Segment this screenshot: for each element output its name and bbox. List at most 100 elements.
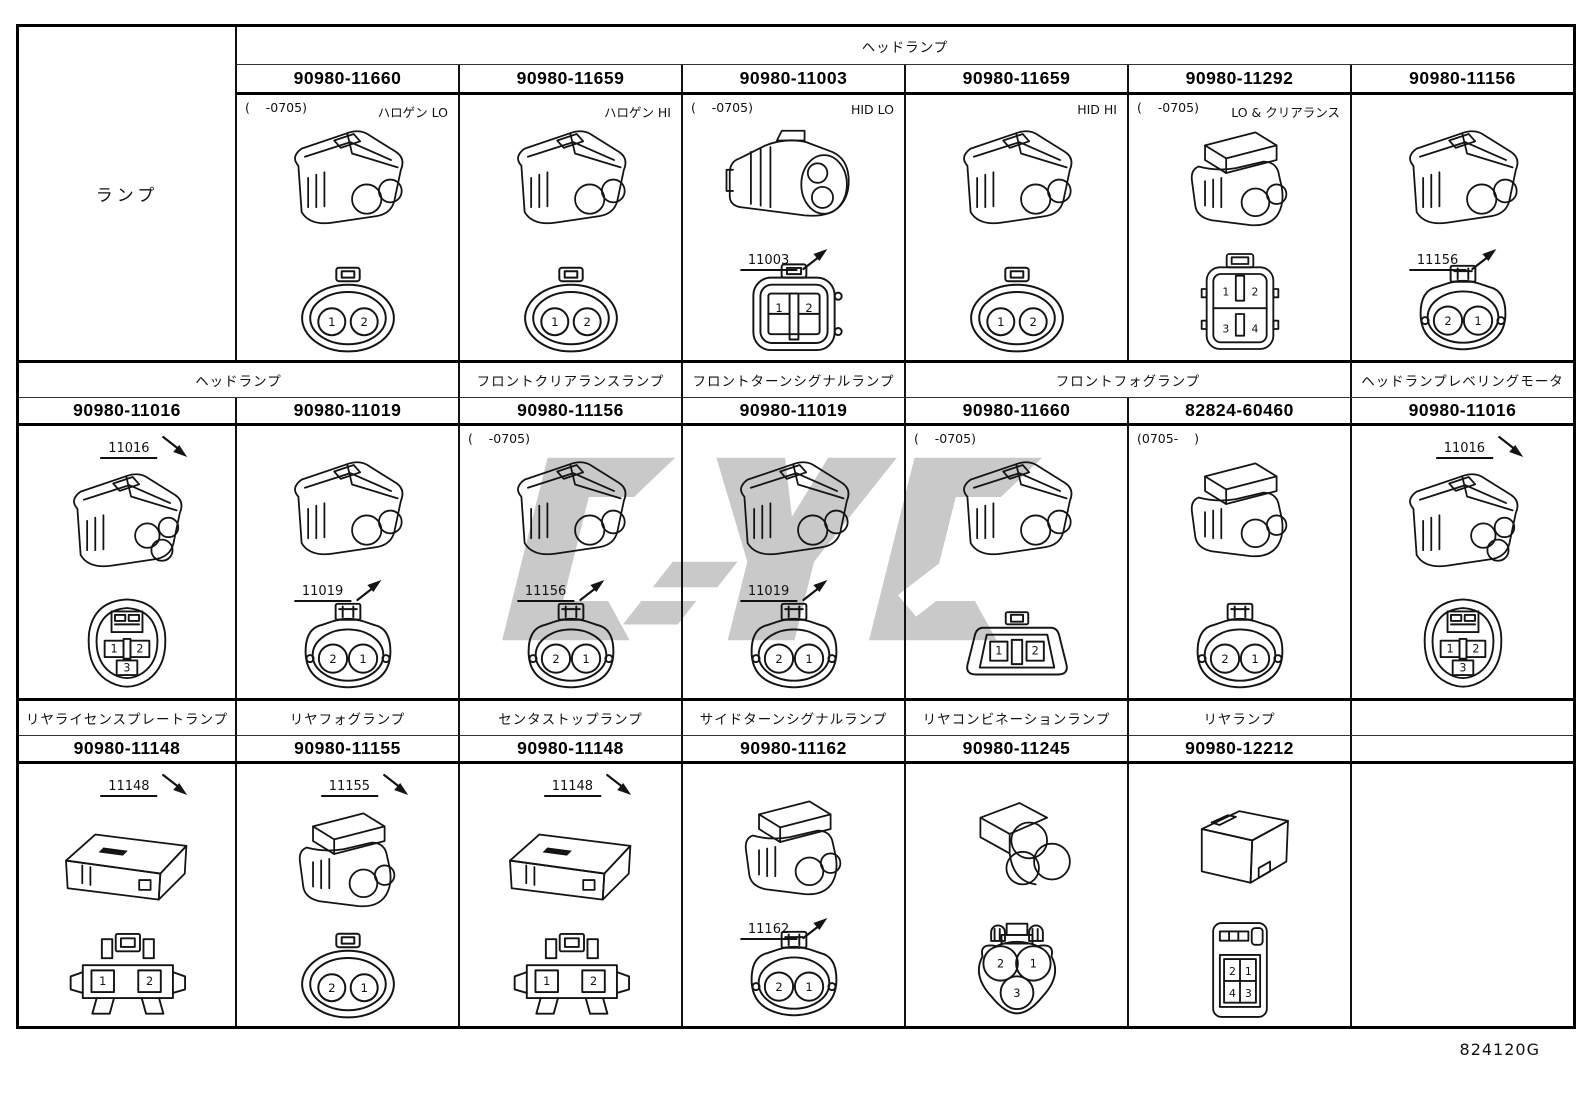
pin-number: 2: [329, 652, 336, 666]
pin-number: 1: [360, 981, 367, 995]
connector-iso-drawing: [65, 833, 188, 901]
callout-label: 11156: [1408, 245, 1498, 271]
variant-label: HID LO: [850, 102, 894, 117]
callout-arrow-icon: [605, 773, 632, 795]
pin-number: 2: [1029, 315, 1036, 329]
callout-label: 11016: [100, 433, 189, 459]
callout-arrow-icon: [1471, 249, 1497, 271]
part-number-cell: 82824-60460: [1127, 398, 1350, 426]
pin-number: 1: [359, 652, 366, 666]
part-number: 90980-11016: [73, 400, 181, 420]
callout-arrow-icon: [356, 580, 382, 602]
group-header-label: ヘッドランプ: [195, 374, 282, 389]
callout-arrow-icon: [162, 435, 188, 457]
pin-number: 3: [1013, 987, 1020, 1000]
callout-number: 11162: [739, 922, 798, 940]
part-number-cell: 90980-11156: [458, 398, 681, 426]
connector-iso-drawing: [979, 802, 1071, 886]
connector-iso-drawing: [298, 812, 395, 908]
part-number-cell: 90980-12212: [1127, 736, 1350, 764]
row-category-cell: ランプ: [19, 27, 235, 360]
group-header-cell: ヘッドランプ: [19, 360, 458, 398]
part-number: 90980-11659: [516, 68, 625, 88]
callout-number: 11003: [739, 253, 798, 271]
pin-number: 1: [775, 301, 782, 315]
date-range-note: ( -0705): [1137, 100, 1199, 115]
pin-number: 2: [997, 958, 1004, 971]
group-header-cell: センタストップランプ: [458, 698, 681, 736]
connector-iso-drawing: [1190, 131, 1287, 227]
date-range-note: ( -0705): [468, 431, 530, 446]
callout-label: 11148: [100, 771, 189, 797]
connector-iso-drawing: [739, 461, 849, 556]
part-number: 90980-11245: [962, 738, 1071, 758]
pin-number: 2: [1444, 314, 1451, 328]
group-header-label: リヤライセンスプレートランプ: [25, 712, 229, 727]
part-number-cell: 90980-11659: [458, 65, 681, 95]
part-number: 90980-11659: [962, 68, 1071, 88]
pin-number: 1: [543, 975, 550, 988]
pin-number: 4: [1228, 987, 1235, 1000]
part-number: 90980-11148: [73, 738, 181, 758]
pin-number: 2: [1221, 652, 1228, 666]
part-number: 90980-11162: [740, 738, 847, 758]
callout-number: 11155: [320, 779, 379, 797]
part-number: 90980-11019: [293, 400, 402, 420]
part-number-cell: 90980-11660: [235, 65, 458, 95]
group-header-cell: [1350, 698, 1573, 736]
callout-label: 11156: [516, 576, 606, 602]
part-number-cell: 90980-11019: [681, 398, 904, 426]
date-range-note: ( -0705): [691, 100, 753, 115]
callout-arrow-icon: [1497, 435, 1524, 457]
document-code: 824120G: [1459, 1040, 1540, 1059]
pin-number: 2: [360, 315, 367, 329]
pin-number: 2: [805, 301, 812, 315]
part-number-cell: 90980-11016: [19, 398, 235, 426]
connector-iso-drawing: [744, 800, 841, 896]
connector-iso-drawing: [516, 461, 626, 556]
part-number-cell: 90980-11660: [904, 398, 1127, 426]
date-range-note: ( -0705): [245, 100, 307, 115]
group-header-label: サイドターンシグナルランプ: [699, 712, 888, 727]
part-number-cell: 90980-11156: [1350, 65, 1573, 95]
pin-number: 2: [1472, 643, 1479, 656]
pin-number: 1: [551, 315, 558, 329]
group-header-label: リヤコンビネーションランプ: [922, 712, 1111, 727]
pin-number: 1: [1251, 652, 1258, 666]
connector-iso-drawing: [962, 461, 1072, 556]
connector-iso-drawing: [508, 833, 631, 901]
part-number-cell: 90980-11019: [235, 398, 458, 426]
pin-number: 2: [1228, 965, 1235, 978]
callout-number: 11156: [516, 584, 575, 602]
callout-label: 11016: [1435, 433, 1525, 459]
callout-label: 11019: [739, 576, 829, 602]
connector-iso-drawing: [1408, 473, 1518, 568]
group-header-cell: リヤライセンスプレートランプ: [19, 698, 235, 736]
